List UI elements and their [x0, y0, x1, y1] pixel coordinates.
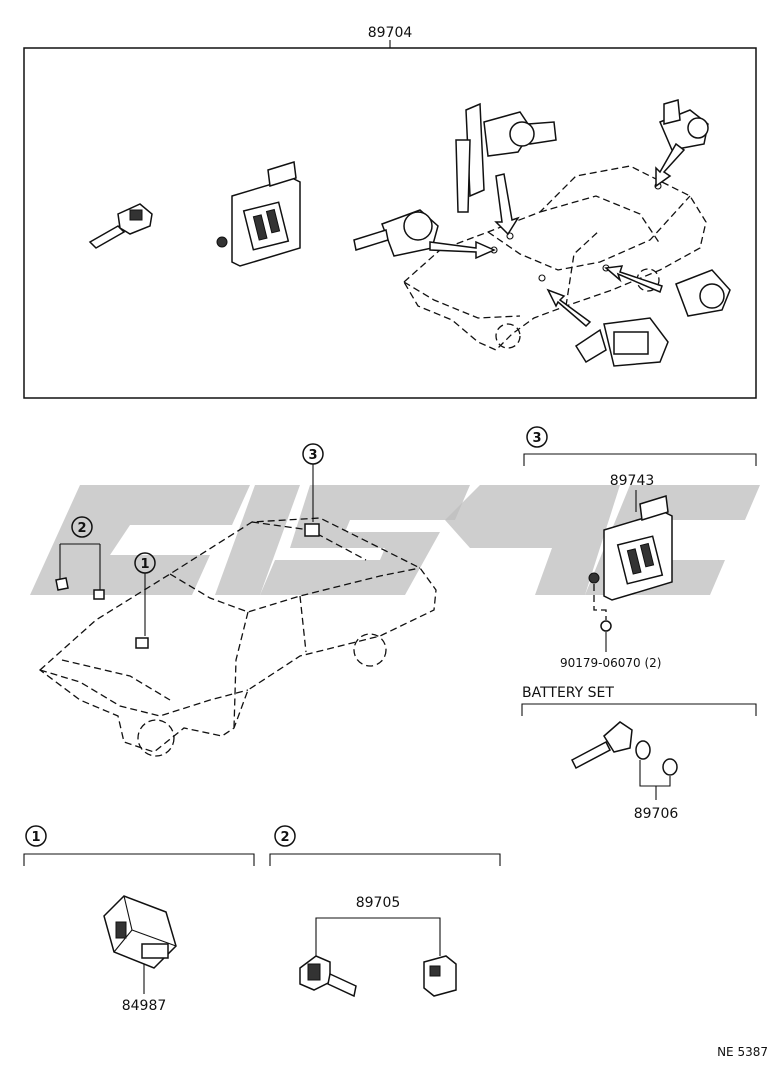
section-1-number: 1: [31, 830, 40, 845]
receiver-module-icon: [216, 161, 301, 267]
battery-set-title: BATTERY SET: [522, 685, 614, 701]
section-1-bracket: [23, 853, 255, 866]
receiver-part-number: 89743: [610, 473, 655, 489]
vehicle-outline-main: [38, 517, 437, 757]
section-3-bracket: [523, 453, 757, 466]
bolt-part-number: 90179-06070 (2): [560, 656, 662, 670]
switch-module-icon: [574, 317, 669, 367]
trunk-lock-cylinder-icon: [659, 99, 709, 151]
page-code: NE 5387: [717, 1045, 768, 1059]
battery-key-icon: [571, 721, 633, 770]
section-1-marker: [25, 825, 47, 847]
bolt-icon: [588, 572, 600, 584]
battery-cell-small-icon: [662, 758, 678, 776]
ignition-cylinder-icon: [353, 209, 439, 257]
section-2-marker: [274, 825, 296, 847]
section-2-bracket: [269, 853, 501, 866]
key-set-bracket: [315, 917, 441, 966]
rear-door-lock-icon: [675, 269, 731, 317]
callout-2-marker: [71, 516, 93, 538]
callout-3-number: 3: [308, 448, 317, 463]
receiver-location-1: [135, 637, 149, 649]
key-small-icon: [55, 577, 69, 591]
callout-1-number: 1: [140, 557, 149, 572]
callout-2-number: 2: [77, 521, 86, 536]
assembly-frame: [23, 47, 757, 399]
door-lock-cylinder-icon: [455, 102, 557, 213]
pointer-arrows: [429, 142, 686, 328]
vehicle-outline-top: [403, 165, 707, 351]
key-fob-icon: [423, 955, 457, 997]
section-2-number: 2: [280, 830, 289, 845]
receiver-location-3: [304, 523, 320, 537]
battery-set-bracket: [521, 703, 757, 716]
key-with-transmitter-icon: [299, 955, 357, 998]
battery-part-number: 89706: [634, 806, 679, 822]
fob-small-icon: [93, 589, 105, 600]
section-3-marker: [526, 426, 548, 448]
battery-cell-icon: [635, 740, 651, 760]
receiver-module-detail-icon: [603, 495, 673, 601]
key-set-part-number: 89705: [356, 895, 401, 911]
assembly-part-number: 89704: [368, 25, 413, 41]
sensor-part-number: 84987: [122, 998, 167, 1014]
key-icon: [88, 203, 153, 249]
sensor-module-icon: [103, 895, 177, 969]
nut-icon: [600, 620, 612, 632]
section-3-number: 3: [532, 431, 541, 446]
